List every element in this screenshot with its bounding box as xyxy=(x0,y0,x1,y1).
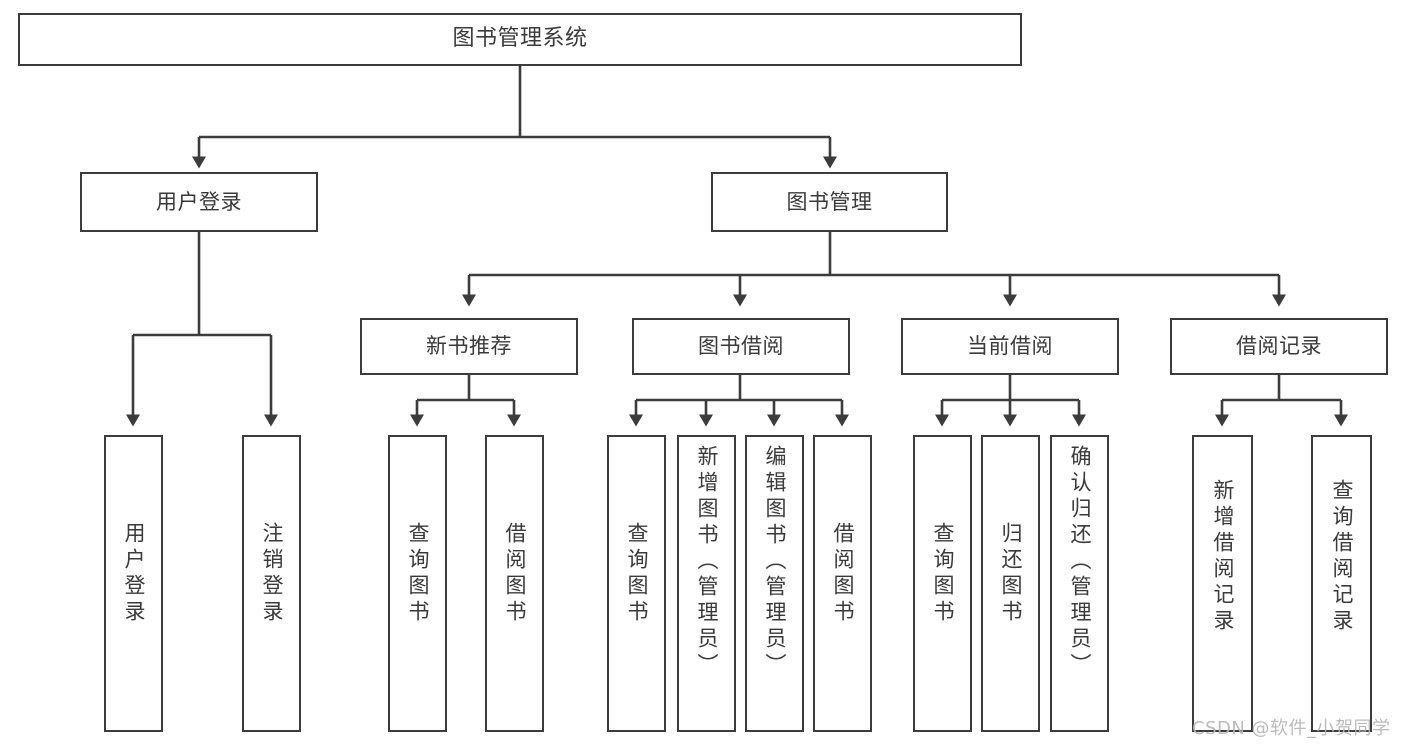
node-label: 借阅图书 xyxy=(831,522,855,626)
node-user-login[interactable]: 用户登录 xyxy=(80,172,318,232)
node-label: 编辑图书（管理员） xyxy=(763,445,787,679)
leaf-return-book[interactable]: 归还图书 xyxy=(981,435,1040,732)
node-label: 用户登录 xyxy=(156,189,242,214)
node-label: 当前借阅 xyxy=(967,334,1053,359)
leaf-add-book-admin[interactable]: 新增图书（管理员） xyxy=(677,435,736,732)
node-label: 用户登录 xyxy=(122,522,146,626)
node-current-borrow[interactable]: 当前借阅 xyxy=(901,318,1119,375)
node-book-borrow[interactable]: 图书借阅 xyxy=(632,318,850,375)
leaf-query-book-recommend[interactable]: 查询图书 xyxy=(388,435,447,732)
node-label: 新增借阅记录 xyxy=(1211,479,1235,635)
node-label: 新书推荐 xyxy=(426,334,512,359)
leaf-query-borrow-record[interactable]: 查询借阅记录 xyxy=(1311,435,1372,732)
node-label: 注销登录 xyxy=(260,522,284,626)
csdn-watermark: CSDN @软件_小贺同学 xyxy=(1192,718,1391,739)
node-label: 图书管理系统 xyxy=(452,26,588,52)
node-label: 确认归还（管理员） xyxy=(1068,445,1092,679)
node-label: 借阅图书 xyxy=(503,522,527,626)
node-label: 查询图书 xyxy=(931,522,955,626)
leaf-add-borrow-record[interactable]: 新增借阅记录 xyxy=(1192,435,1253,732)
leaf-user-login[interactable]: 用户登录 xyxy=(104,435,163,732)
leaf-query-book-borrow[interactable]: 查询图书 xyxy=(607,435,666,732)
node-root-system[interactable]: 图书管理系统 xyxy=(18,13,1022,66)
node-book-management[interactable]: 图书管理 xyxy=(711,172,948,232)
node-label: 查询图书 xyxy=(406,522,430,626)
leaf-borrow-book-recommend[interactable]: 借阅图书 xyxy=(485,435,544,732)
node-label: 图书管理 xyxy=(786,189,873,214)
node-borrow-record[interactable]: 借阅记录 xyxy=(1170,318,1388,375)
node-label: 新增图书（管理员） xyxy=(695,445,719,679)
leaf-edit-book-admin[interactable]: 编辑图书（管理员） xyxy=(745,435,804,732)
leaf-query-book-current[interactable]: 查询图书 xyxy=(913,435,972,732)
leaf-logout[interactable]: 注销登录 xyxy=(242,435,301,732)
node-label: 图书借阅 xyxy=(698,334,784,359)
leaf-confirm-return-admin[interactable]: 确认归还（管理员） xyxy=(1050,435,1109,732)
node-label: 查询图书 xyxy=(625,522,649,626)
node-label: 查询借阅记录 xyxy=(1330,479,1354,635)
node-label: 归还图书 xyxy=(999,522,1023,626)
leaf-borrow-book[interactable]: 借阅图书 xyxy=(813,435,872,732)
node-new-book-recommend[interactable]: 新书推荐 xyxy=(360,318,578,375)
node-label: 借阅记录 xyxy=(1236,334,1322,359)
